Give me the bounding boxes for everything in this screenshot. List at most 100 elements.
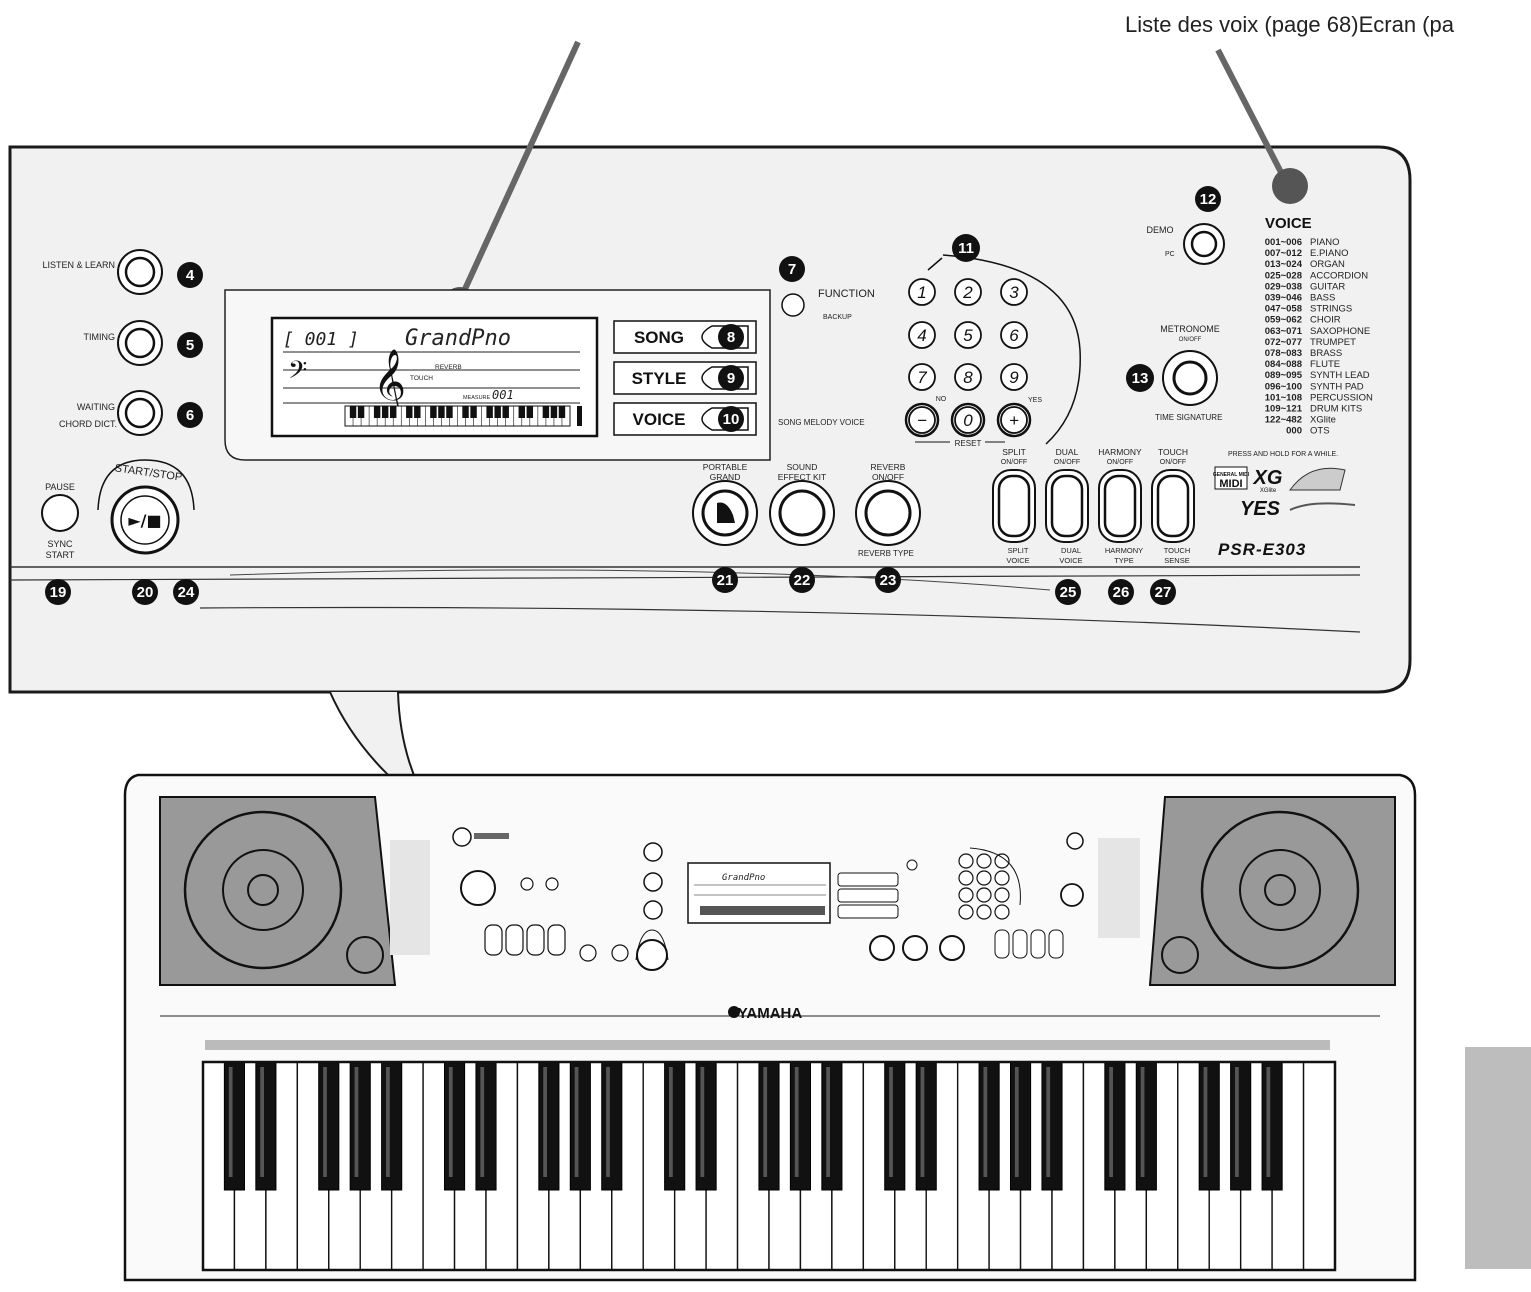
black-key-highlight	[606, 1067, 610, 1177]
performance-assist-logo	[1289, 502, 1356, 511]
black-key[interactable]	[601, 1061, 623, 1191]
mini-reverb[interactable]	[939, 935, 965, 961]
black-key[interactable]	[758, 1061, 780, 1191]
black-key[interactable]	[789, 1061, 812, 1191]
mini-touch[interactable]	[1048, 929, 1064, 959]
numpad-key[interactable]: 2	[954, 278, 982, 306]
mini-numpad-key[interactable]	[976, 904, 992, 920]
mini-lesson-button[interactable]	[520, 877, 534, 891]
mini-function-button[interactable]	[906, 859, 918, 871]
numpad-key[interactable]: 9	[1000, 363, 1028, 391]
model-logo: PSR-E303	[1218, 540, 1306, 559]
black-key[interactable]	[349, 1061, 371, 1191]
mini-button[interactable]	[579, 944, 597, 962]
black-key-highlight	[1235, 1067, 1239, 1177]
pause-button[interactable]	[41, 494, 79, 532]
mini-waiting[interactable]	[643, 900, 663, 920]
black-key[interactable]	[664, 1061, 686, 1191]
black-key[interactable]	[381, 1061, 403, 1191]
black-key[interactable]	[1198, 1061, 1220, 1191]
numpad-key[interactable]: +	[996, 402, 1032, 438]
black-key[interactable]	[978, 1061, 1000, 1191]
mini-numpad-key[interactable]	[958, 870, 974, 886]
black-key[interactable]	[1261, 1061, 1283, 1191]
mini-listen-learn[interactable]	[643, 842, 663, 862]
mini-toggle[interactable]	[505, 924, 524, 956]
black-key[interactable]	[255, 1061, 277, 1191]
black-key[interactable]	[1135, 1061, 1157, 1191]
mini-lesson-button[interactable]	[545, 877, 559, 891]
black-key[interactable]	[569, 1061, 591, 1191]
mini-numpad-key[interactable]	[976, 887, 992, 903]
callout-number-5-text: 5	[186, 337, 194, 354]
mini-start-stop[interactable]	[636, 939, 668, 971]
numpad-key[interactable]: −	[904, 402, 940, 438]
mini-numpad-key[interactable]	[958, 887, 974, 903]
mini-numpad-key[interactable]	[976, 853, 992, 869]
mini-toggle[interactable]	[547, 924, 566, 956]
white-key[interactable]	[1302, 1061, 1336, 1271]
black-key[interactable]	[475, 1061, 497, 1191]
reset-label: RESET	[955, 439, 982, 448]
voice-list-caption: Liste des voix (page 68)Ecran (pa	[1125, 12, 1454, 37]
black-key[interactable]	[1009, 1061, 1032, 1191]
mini-numpad-key[interactable]	[994, 853, 1010, 869]
black-key[interactable]	[223, 1061, 246, 1191]
numpad-key[interactable]: 5	[954, 321, 982, 349]
mini-demo[interactable]	[1066, 832, 1084, 850]
mini-voice-button[interactable]	[837, 904, 899, 919]
numpad-key[interactable]: 0	[950, 402, 986, 438]
black-key[interactable]	[1230, 1061, 1252, 1191]
black-key[interactable]	[695, 1061, 717, 1191]
mini-portable-grand[interactable]	[869, 935, 895, 961]
mini-power-switch[interactable]	[452, 827, 472, 847]
mini-style-button[interactable]	[837, 888, 899, 903]
numpad-key-label: 9	[1009, 368, 1019, 387]
mini-numpad-key[interactable]	[994, 887, 1010, 903]
mini-harmony[interactable]	[1030, 929, 1046, 959]
black-key-highlight	[1014, 1067, 1019, 1177]
black-key-highlight	[794, 1067, 799, 1177]
numpad-key[interactable]: 4	[908, 321, 936, 349]
mini-numpad-key[interactable]	[958, 853, 974, 869]
black-key[interactable]	[1104, 1061, 1126, 1191]
mini-lcd-voice: GrandPno	[722, 873, 765, 883]
callout-number-27-text: 27	[1155, 584, 1172, 601]
numpad-key[interactable]: 7	[908, 363, 936, 391]
black-key[interactable]	[915, 1061, 937, 1191]
black-key[interactable]	[1041, 1061, 1063, 1191]
mini-numpad-key[interactable]	[958, 904, 974, 920]
mini-numpad-key[interactable]	[976, 870, 992, 886]
mini-song-button[interactable]	[837, 872, 899, 887]
mini-split[interactable]	[994, 929, 1010, 959]
mini-numpad-key[interactable]	[994, 904, 1010, 920]
black-key[interactable]	[884, 1061, 906, 1191]
mini-sound-effect[interactable]	[902, 935, 928, 961]
mini-dual[interactable]	[1012, 929, 1028, 959]
mini-toggle[interactable]	[484, 924, 503, 956]
mini-button[interactable]	[611, 944, 629, 962]
numpad-key[interactable]: 1	[908, 278, 936, 306]
bottom-right-callouts: 25 26 27	[1055, 579, 1176, 605]
mini-numpad-key[interactable]	[994, 870, 1010, 886]
numpad-key[interactable]: 6	[1000, 321, 1028, 349]
function-button[interactable]	[781, 293, 805, 317]
panel-sweep-line	[199, 606, 1361, 633]
black-key[interactable]	[538, 1061, 560, 1191]
numpad-key[interactable]: 3	[1000, 278, 1028, 306]
mini-master-volume[interactable]	[460, 870, 496, 906]
mini-timing[interactable]	[643, 872, 663, 892]
toggle-button-sub-label: SENSE	[1164, 556, 1189, 565]
mini-toggle[interactable]	[526, 924, 545, 956]
numpad-key[interactable]: 8	[954, 363, 982, 391]
callout-number-22	[789, 567, 815, 593]
mini-metronome[interactable]	[1060, 883, 1084, 907]
black-key[interactable]	[318, 1061, 340, 1191]
black-key[interactable]	[821, 1061, 843, 1191]
black-key[interactable]	[443, 1061, 466, 1191]
numpad-key-label: 6	[1009, 326, 1019, 345]
